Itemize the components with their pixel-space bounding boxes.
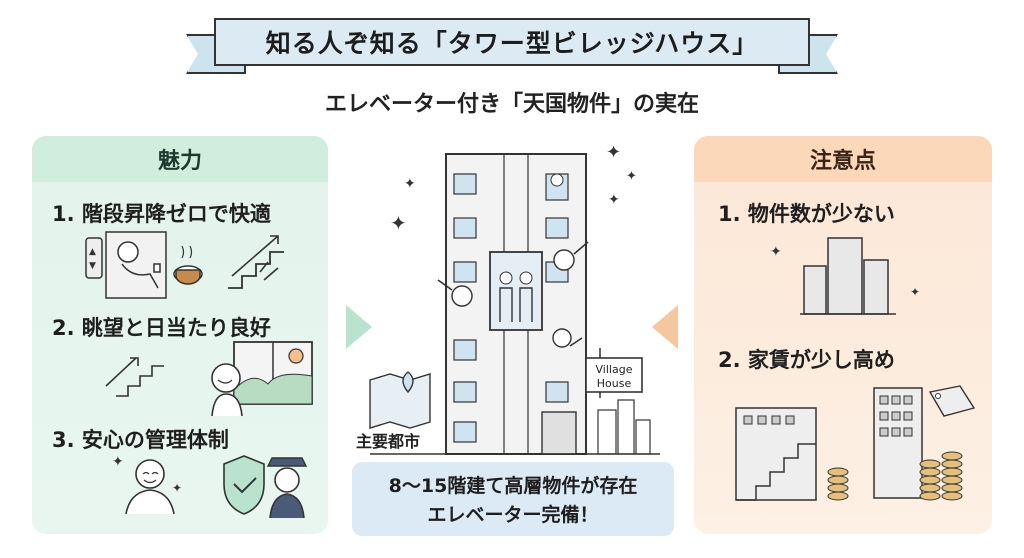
- svg-text:✦: ✦: [770, 244, 782, 260]
- caution-item-2: 2. 家賃が少し高め: [718, 348, 895, 372]
- relaxing-person-icon: ▲ ▼: [85, 231, 203, 299]
- svg-text:✦: ✦: [626, 169, 637, 184]
- merit-item-2: 2. 眺望と日当たり良好: [52, 316, 271, 340]
- svg-text:✦: ✦: [606, 142, 621, 163]
- svg-text:✦: ✦: [404, 176, 416, 192]
- stairs-up-icon: [105, 357, 164, 397]
- page-title: 知る人ぞ知る「タワー型ビレッジハウス」: [265, 29, 759, 58]
- merit-item-1: 1. 階段昇降ゼロで快適: [52, 202, 271, 226]
- tower-info-box: 8〜15階建て高層物件が存在 エレベーター完備！: [352, 462, 674, 536]
- few-buildings-icon: ✦ ✦: [770, 237, 920, 315]
- tower-info-line2: エレベーター完備！: [427, 504, 599, 526]
- higher-rent-icon: [735, 385, 976, 501]
- svg-text:✦: ✦: [112, 454, 124, 470]
- svg-text:✦: ✦: [910, 285, 920, 299]
- arrow-left-pointer: [346, 305, 372, 349]
- grateful-person-icon: ✦ ✦: [112, 454, 182, 515]
- stairs-crossed-icon: [228, 235, 284, 289]
- title-ribbon: 知る人ぞ知る「タワー型ビレッジハウス」: [186, 14, 838, 76]
- tower-info-line1: 8〜15階建て高層物件が存在: [388, 475, 638, 497]
- merits-panel: 魅力: [32, 136, 328, 534]
- svg-text:✦: ✦: [390, 211, 407, 235]
- caution-item-1: 1. 物件数が少ない: [718, 202, 895, 226]
- svg-text:✦: ✦: [172, 481, 182, 495]
- sign-line1: Village: [596, 363, 633, 376]
- cautions-heading: 注意点: [694, 136, 992, 182]
- sign-line2: House: [597, 377, 632, 390]
- svg-text:▼: ▼: [89, 261, 96, 271]
- svg-text:✦: ✦: [608, 192, 620, 208]
- security-guard-icon: [223, 455, 308, 519]
- merits-heading: 魅力: [32, 136, 328, 182]
- ribbon-banner: 知る人ぞ知る「タワー型ビレッジハウス」: [214, 18, 810, 66]
- svg-text:▲: ▲: [89, 247, 96, 257]
- tower-building-illustration: ✦ ✦ ✦ ✦ ✦ Village House: [369, 142, 660, 455]
- city-label: 主要都市: [356, 432, 421, 451]
- page-subtitle: エレベーター付き「天国物件」の実在: [324, 92, 699, 117]
- window-view-icon: [211, 341, 313, 417]
- arrow-right-pointer: [652, 305, 678, 349]
- merit-item-3: 3. 安心の管理体制: [52, 428, 229, 452]
